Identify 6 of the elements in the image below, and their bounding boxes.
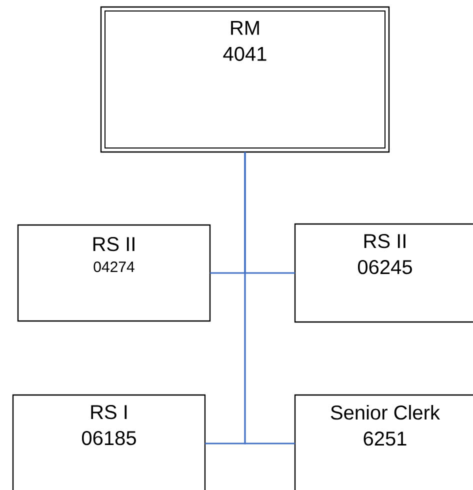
connector-line (244, 152, 295, 444)
org-box: RS II 06245 (294, 223, 473, 323)
org-box: RS II 04274 (17, 224, 211, 322)
org-box: RS I 06185 (12, 394, 206, 490)
org-box: Senior Clerk 6251 (294, 394, 473, 490)
org-box: RM 4041 (100, 6, 390, 153)
